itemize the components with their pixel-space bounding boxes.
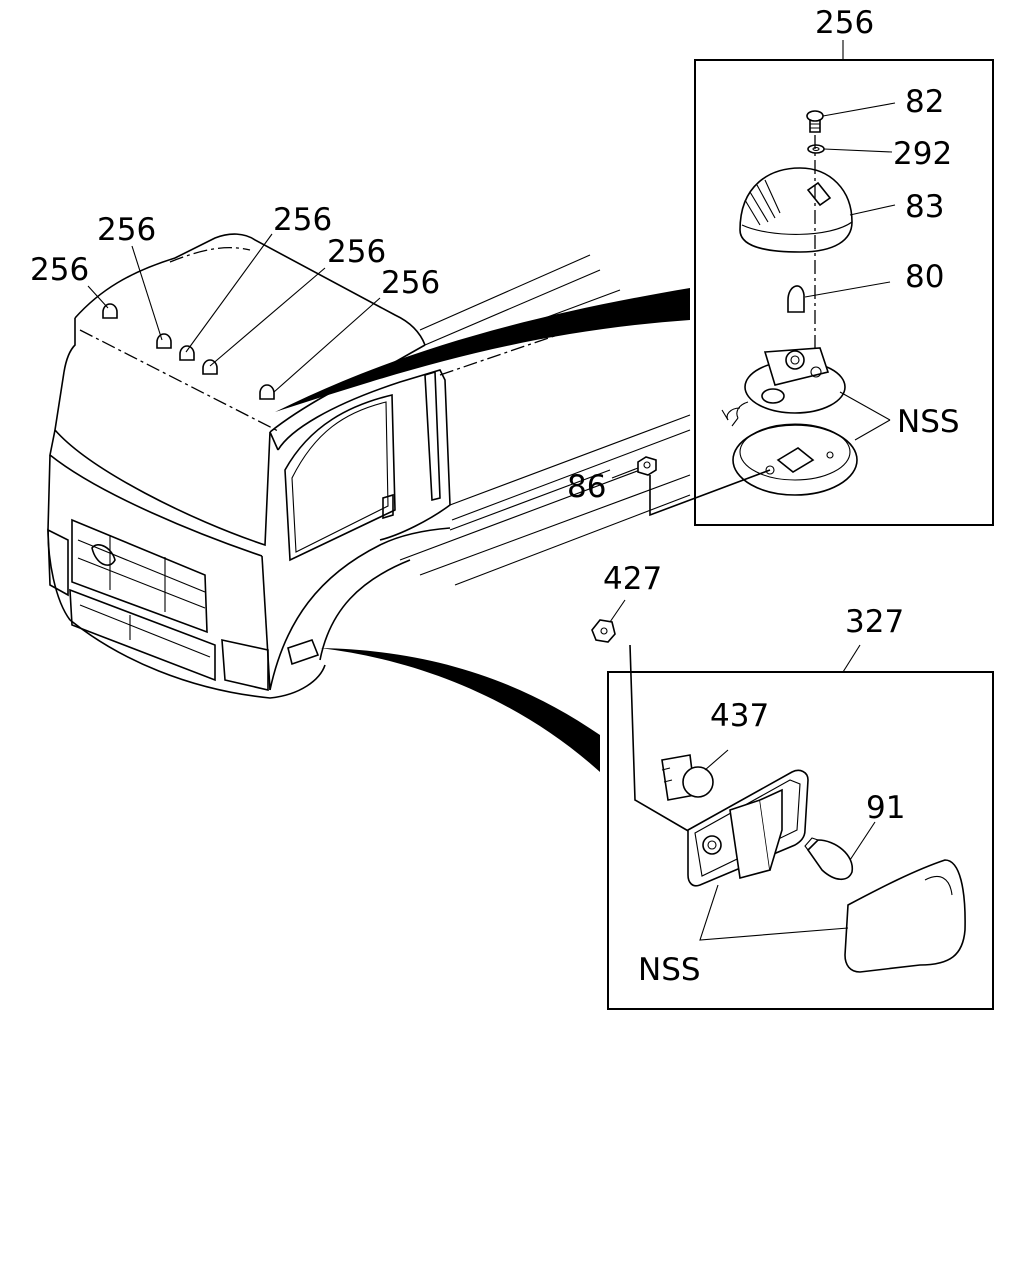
label-nss-marker: NSS bbox=[897, 404, 960, 440]
label-nss-side: NSS bbox=[638, 952, 701, 988]
callout-wedge-fender bbox=[320, 648, 600, 772]
label-bulb-side: 91 bbox=[866, 790, 905, 826]
side-lamp-body-part bbox=[687, 769, 809, 887]
truck-cab bbox=[47, 233, 691, 699]
lens-part bbox=[739, 167, 896, 253]
label-cab-lamp-1: 256 bbox=[30, 252, 89, 288]
side-lens-part bbox=[844, 859, 966, 973]
label-lens: 83 bbox=[905, 189, 944, 225]
marker-bulb-part bbox=[787, 281, 891, 313]
label-cab-lamp-4: 256 bbox=[327, 234, 386, 270]
label-cab-lamp-3: 256 bbox=[273, 202, 332, 238]
side-bulb-part bbox=[804, 821, 876, 881]
side-lamp-box bbox=[591, 599, 994, 1010]
label-washer: 292 bbox=[893, 136, 952, 172]
marker-base-part bbox=[721, 347, 846, 427]
roof-lamp-5 bbox=[259, 384, 275, 400]
side-nut-part bbox=[591, 619, 616, 643]
label-marker-lamp-assembly: 256 bbox=[815, 5, 874, 41]
nut-part bbox=[611, 456, 771, 517]
roof-lamp-1 bbox=[102, 303, 118, 319]
socket-part bbox=[661, 749, 729, 801]
label-cab-lamp-2: 256 bbox=[97, 212, 156, 248]
gasket-part bbox=[732, 423, 858, 496]
label-cab-lamp-5: 256 bbox=[381, 265, 440, 301]
label-socket: 437 bbox=[710, 698, 769, 734]
washer-part bbox=[807, 144, 893, 154]
label-nut: 86 bbox=[567, 469, 606, 505]
roof-lamp-leaders bbox=[87, 233, 381, 393]
label-bulb-marker: 80 bbox=[905, 259, 944, 295]
screw-part bbox=[806, 102, 896, 133]
roof-lamp-3 bbox=[179, 345, 195, 361]
label-side-nut: 427 bbox=[603, 561, 662, 597]
label-side-lamp-assembly: 327 bbox=[845, 604, 904, 640]
callout-wedge-roof bbox=[275, 288, 690, 412]
marker-lamp-box bbox=[694, 40, 994, 526]
label-screw: 82 bbox=[905, 84, 944, 120]
roof-lamp-2 bbox=[156, 333, 172, 349]
